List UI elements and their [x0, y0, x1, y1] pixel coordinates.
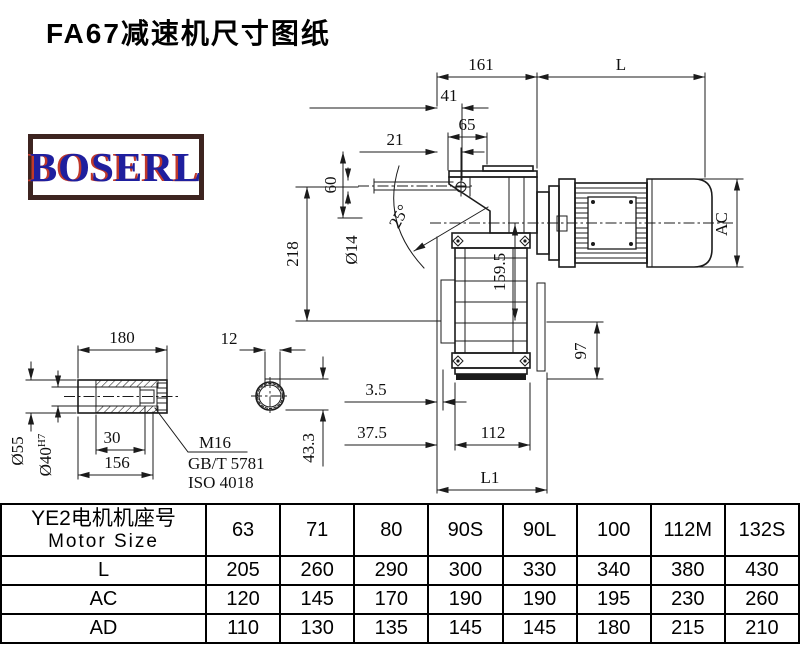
- dim-label-dia14: Ø14: [342, 235, 361, 265]
- dim-label-112: 112: [481, 423, 506, 442]
- table-cell: 230: [649, 584, 726, 615]
- table-cell: 135: [353, 613, 430, 644]
- dim-label-L1: L1: [481, 468, 500, 487]
- table-cell: 90S: [427, 503, 504, 557]
- table-cell: 120: [204, 584, 282, 615]
- table-cell: 100: [575, 503, 652, 557]
- shaft-end-section: 12 43.3: [221, 329, 329, 467]
- dim-label-AC: AC: [712, 212, 731, 236]
- dim-label-65: 65: [459, 115, 476, 134]
- table-cell: 215: [649, 613, 726, 644]
- header-motor-size-cn: YE2电机机座号: [31, 507, 176, 530]
- gearbox-housing: [393, 147, 546, 494]
- table-cell: 330: [501, 555, 578, 586]
- table-cell: 190: [427, 584, 504, 615]
- dim-label-dia40h7: Ø40H7: [36, 433, 55, 476]
- table-cell: 170: [353, 584, 430, 615]
- label-iso-standard: ISO 4018: [188, 473, 254, 492]
- table-cell: 90L: [501, 503, 578, 557]
- table-cell: 195: [575, 584, 652, 615]
- table-cell: 210: [723, 613, 800, 644]
- label-gb-standard: GB/T 5781: [188, 454, 265, 473]
- dim-label-60: 60: [321, 177, 340, 194]
- flange-bolt: [452, 235, 464, 247]
- flange-bolt: [519, 235, 531, 247]
- row-label: AD: [0, 613, 207, 644]
- table-cell: 71: [279, 503, 356, 557]
- table-cell: 110: [204, 613, 282, 644]
- header-motor-size: YE2电机机座号 Motor Size: [0, 503, 207, 557]
- table-cell: 180: [575, 613, 652, 644]
- dim-label-L: L: [616, 55, 626, 74]
- table-cell: 190: [501, 584, 578, 615]
- table-cell: 112M: [649, 503, 726, 557]
- dim-label-3-5: 3.5: [365, 380, 386, 399]
- header-motor-size-en: Motor Size: [48, 531, 159, 553]
- motor: [430, 178, 733, 268]
- flange-bolt: [452, 355, 464, 367]
- table-row-AD: AD 110 130 135 145 145 180 215 210: [0, 613, 800, 644]
- hollow-shaft-detail: M16 GB/T 5781 ISO 4018 180 Ø55 Ø40H7 3: [8, 328, 265, 492]
- table-cell: 132S: [723, 503, 800, 557]
- dim-label-21: 21: [387, 130, 404, 149]
- dim-label-218: 218: [283, 241, 302, 267]
- table-cell: 290: [353, 555, 430, 586]
- table-cell: 145: [279, 584, 356, 615]
- table-cell: 145: [427, 613, 504, 644]
- dim-label-161: 161: [468, 55, 494, 74]
- dim-label-12: 12: [221, 329, 238, 348]
- page-title: FA67减速机尺寸图纸: [46, 18, 331, 49]
- dim-label-41: 41: [441, 86, 458, 105]
- row-label: L: [0, 555, 207, 586]
- table-cell: 340: [575, 555, 652, 586]
- table-cell: 300: [427, 555, 504, 586]
- table-cell: 63: [204, 503, 282, 557]
- table-header-row: YE2电机机座号 Motor Size 63 71 80 90S 90L 100…: [0, 503, 800, 557]
- dim-label-97: 97: [571, 342, 590, 360]
- dim-label-37-5: 37.5: [357, 423, 387, 442]
- table-cell: 145: [501, 613, 578, 644]
- label-m16: M16: [199, 433, 231, 452]
- flange-bolt: [519, 355, 531, 367]
- table-cell: 380: [649, 555, 726, 586]
- input-shaft-stub: [358, 178, 474, 194]
- boserl-logo: BOSERL: [28, 134, 204, 200]
- table-row-AC: AC 120 145 170 190 190 195 230 260: [0, 584, 800, 615]
- dim-label-30: 30: [104, 428, 121, 447]
- dim-label-dia55: Ø55: [8, 436, 27, 465]
- dim-label-180: 180: [109, 328, 135, 347]
- dim-label-43-3: 43.3: [299, 433, 318, 463]
- dim-label-25deg: 25°: [385, 201, 413, 231]
- table-row-L: L 205 260 290 300 330 340 380 430: [0, 555, 800, 586]
- table-cell: 430: [723, 555, 800, 586]
- table-cell: 130: [279, 613, 356, 644]
- motor-size-table: YE2电机机座号 Motor Size 63 71 80 90S 90L 100…: [0, 503, 800, 644]
- table-cell: 260: [723, 584, 800, 615]
- row-label: AC: [0, 584, 207, 615]
- table-cell: 205: [204, 555, 282, 586]
- table-cell: 80: [353, 503, 430, 557]
- dim-label-159-5: 159.5: [490, 253, 509, 291]
- dim-label-156: 156: [104, 453, 130, 472]
- table-cell: 260: [279, 555, 356, 586]
- logo-text: BOSERL: [29, 143, 203, 190]
